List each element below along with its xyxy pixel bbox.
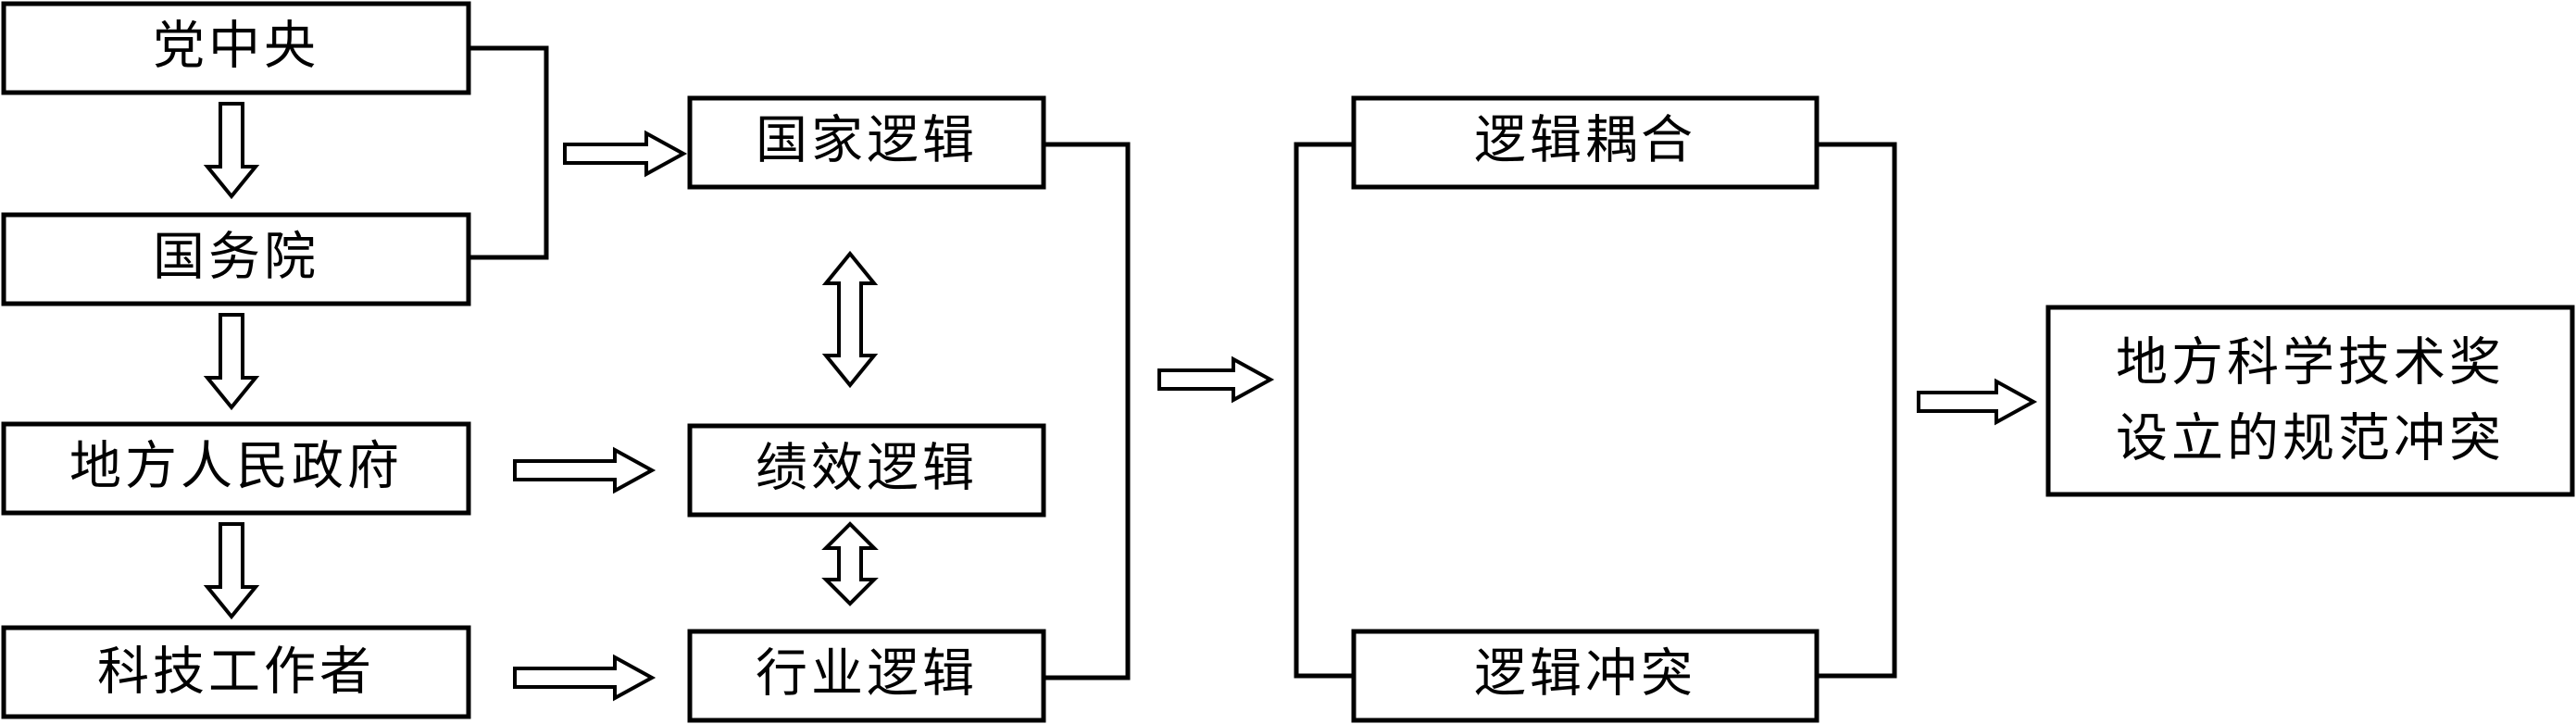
box-state-council: 国务院 — [1, 212, 471, 306]
label-central-committee: 党中央 — [153, 17, 319, 77]
box-industry-logic: 行业逻辑 — [687, 629, 1046, 723]
label-logic-conflict: 逻辑冲突 — [1474, 644, 1696, 705]
double-arrow-performance-industry — [821, 521, 879, 606]
bracket-interaction-left — [1294, 142, 1354, 679]
down-arrow-1 — [203, 102, 260, 200]
bracket-logics — [1044, 142, 1131, 680]
box-logic-conflict: 逻辑冲突 — [1351, 629, 1819, 723]
box-logic-coupling: 逻辑耦合 — [1351, 95, 1819, 190]
bracket-central-state — [469, 45, 549, 260]
label-logic-coupling: 逻辑耦合 — [1474, 111, 1696, 171]
right-arrow-state-logic — [563, 130, 688, 178]
box-sci-tech-workers: 科技工作者 — [1, 625, 471, 719]
box-local-government: 地方人民政府 — [1, 421, 471, 516]
down-arrow-3 — [203, 522, 260, 620]
double-arrow-state-performance — [821, 250, 879, 389]
bracket-interaction-right — [1817, 142, 1897, 679]
label-sci-tech-workers: 科技工作者 — [97, 643, 375, 703]
box-result: 地方科学技术奖 设立的规范冲突 — [2045, 305, 2575, 497]
down-arrow-2 — [203, 313, 260, 411]
label-industry-logic: 行业逻辑 — [756, 644, 978, 705]
label-result-line1: 地方科学技术奖 — [2116, 333, 2505, 393]
label-local-government: 地方人民政府 — [69, 437, 403, 497]
label-performance-logic: 绩效逻辑 — [756, 439, 978, 499]
right-arrow-performance-logic — [513, 446, 657, 494]
label-result-line2: 设立的规范冲突 — [2116, 409, 2505, 469]
right-arrow-to-result — [1917, 378, 2038, 426]
box-state-logic: 国家逻辑 — [687, 95, 1046, 190]
label-state-council: 国务院 — [153, 228, 319, 288]
right-arrow-to-interaction — [1157, 356, 1275, 404]
label-state-logic: 国家逻辑 — [756, 111, 978, 171]
box-performance-logic: 绩效逻辑 — [687, 423, 1046, 518]
right-arrow-industry-logic — [513, 654, 657, 702]
box-central-committee: 党中央 — [1, 1, 471, 95]
